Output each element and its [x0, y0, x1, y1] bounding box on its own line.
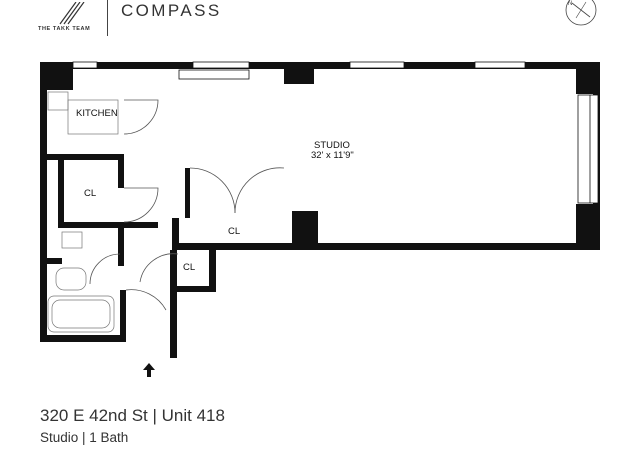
- room-label-closet-middle: CL: [228, 226, 241, 237]
- door-swings: [89, 99, 285, 311]
- room-dimensions-studio: 32' x 11'9": [311, 150, 354, 161]
- takk-team-logo-icon: [59, 2, 85, 25]
- listing-address: 320 E 42nd St | Unit 418: [40, 406, 225, 425]
- room-label-studio: STUDIO: [314, 140, 350, 151]
- brand-divider: [107, 0, 108, 36]
- fixtures: [47, 91, 119, 333]
- svg-text:N: N: [568, 1, 572, 7]
- company-logo-text: COMPASS: [121, 1, 222, 20]
- room-label-closet-hall: CL: [183, 262, 196, 273]
- walls: [40, 62, 600, 358]
- north-arrow-icon: N: [565, 0, 597, 26]
- brand-header: THE TAKK TEAM COMPASS N: [0, 0, 640, 50]
- floor-plan: [40, 61, 600, 377]
- team-name: THE TAKK TEAM: [38, 26, 91, 32]
- room-label-closet-upper: CL: [84, 188, 97, 199]
- entrance-arrow-icon: [143, 363, 155, 377]
- windows: [72, 61, 599, 204]
- room-label-kitchen: KITCHEN: [76, 108, 118, 119]
- listing-details: Studio | 1 Bath: [40, 430, 129, 445]
